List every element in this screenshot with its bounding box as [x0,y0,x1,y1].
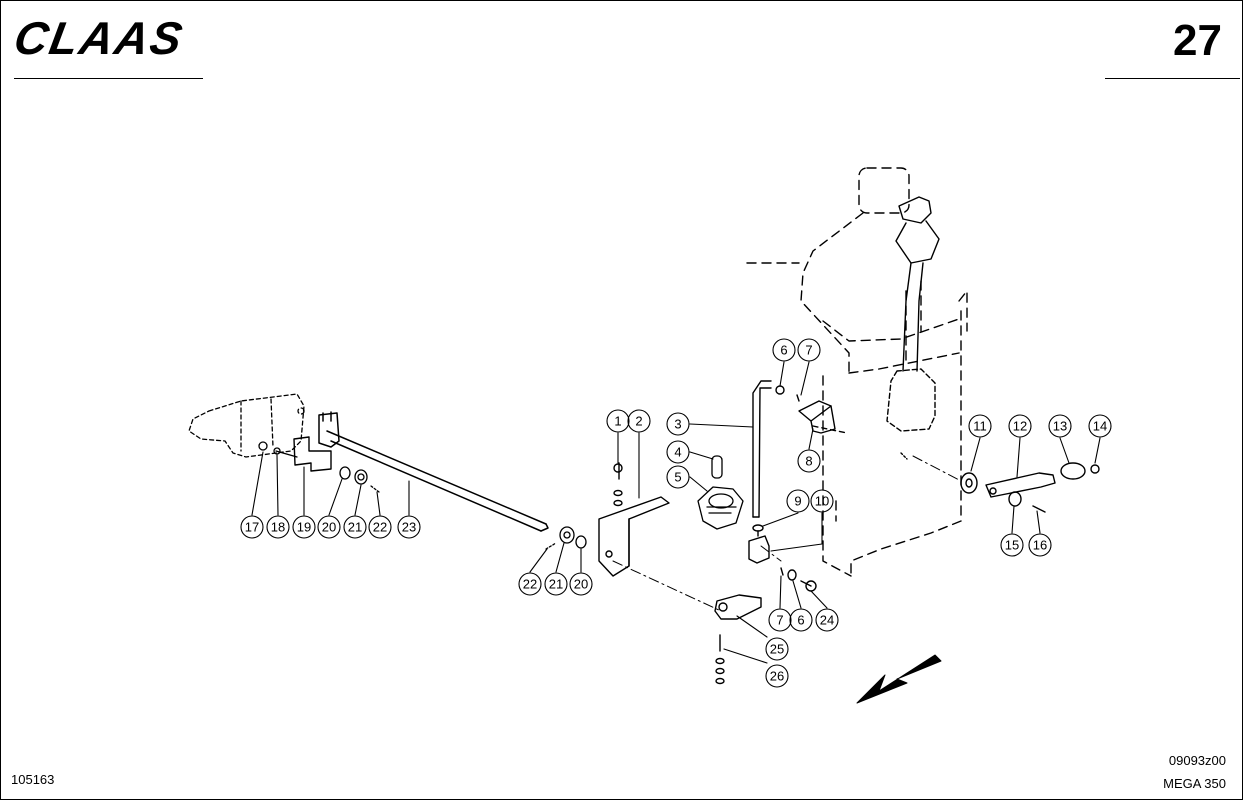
callout-13: 13 [1048,414,1072,438]
washer-and-bolt [258,441,298,458]
callout-22-upper: 22 [368,515,392,539]
svg-text:15: 15 [1005,538,1019,553]
callout-26: 26 [765,664,789,688]
callout-19: 19 [292,515,316,539]
lever-rod [752,380,772,518]
callout-10: 10 [810,489,834,513]
svg-text:11: 11 [973,419,987,434]
callout-5: 5 [666,465,690,489]
assembly-centerlines [612,455,962,612]
svg-text:12: 12 [1013,419,1027,434]
callout-6-lower: 6 [789,608,813,632]
callout-24: 24 [815,608,839,632]
svg-text:20: 20 [322,520,336,535]
svg-text:19: 19 [297,520,311,535]
valve-block [188,393,305,458]
svg-text:5: 5 [674,470,681,485]
svg-text:9: 9 [794,494,801,509]
svg-text:10: 10 [815,494,829,509]
lower-bushings [545,526,587,550]
callout-25: 25 [765,637,789,661]
svg-text:18: 18 [271,520,285,535]
svg-text:22: 22 [523,577,537,592]
clevis-fork [748,524,770,564]
buffer-assembly [697,455,744,530]
callout-16: 16 [1028,533,1052,557]
callout-4: 4 [666,440,690,464]
svg-text:17: 17 [245,520,259,535]
callout-9: 9 [786,489,810,513]
control-rod [318,411,549,532]
callout-14: 14 [1088,414,1112,438]
callout-1: 1 [606,409,630,433]
svg-text:6: 6 [780,343,787,358]
callout-2: 2 [627,409,651,433]
model-name: MEGA 350 [1163,776,1226,791]
callout-6: 6 [772,338,796,362]
svg-text:6: 6 [797,613,804,628]
callout-12: 12 [1008,414,1032,438]
callout-3: 3 [666,412,690,436]
lower-lever [714,567,817,685]
svg-text:14: 14 [1093,419,1107,434]
callout-15: 15 [1000,533,1024,557]
callout-7: 7 [797,338,821,362]
callout-20-upper: 20 [317,515,341,539]
pivot-bracket [775,385,848,434]
svg-text:4: 4 [674,445,681,460]
svg-text:7: 7 [805,343,812,358]
svg-text:21: 21 [549,577,563,592]
support-bracket [598,462,670,577]
callouts: 1 2 3 4 5 6 7 8 9 10 11 12 13 14 15 16 1… [240,338,1112,688]
machine-frame-outline [746,167,968,577]
drawing-code: 09093z00 [1168,753,1226,768]
svg-text:22: 22 [373,520,387,535]
svg-text:7: 7 [776,613,783,628]
callout-8: 8 [797,449,821,473]
header-rule-right [1105,78,1240,79]
svg-text:2: 2 [635,414,642,429]
callout-11: 11 [968,414,992,438]
upper-bushings [339,466,380,493]
svg-text:25: 25 [770,642,784,657]
sheet-number: 105163 [11,772,55,787]
page-number: 27 [1173,16,1222,65]
svg-text:16: 16 [1033,538,1047,553]
callout-7-lower: 7 [768,608,792,632]
right-linkage [900,452,1100,513]
callout-22-lower: 22 [518,572,542,596]
mounting-plate [293,436,332,472]
callout-20-lower: 20 [569,572,593,596]
leader-lines [251,361,1101,664]
svg-text:13: 13 [1053,419,1067,434]
svg-text:23: 23 [402,520,416,535]
svg-text:1: 1 [614,414,621,429]
svg-text:3: 3 [674,417,681,432]
callout-18: 18 [266,515,290,539]
svg-text:24: 24 [820,613,834,628]
svg-text:21: 21 [348,520,362,535]
callout-23: 23 [397,515,421,539]
direction-arrow [856,654,942,704]
callout-21-lower: 21 [544,572,568,596]
control-lever [886,196,940,432]
svg-text:8: 8 [805,454,812,469]
callout-21-upper: 21 [343,515,367,539]
svg-text:26: 26 [770,669,784,684]
svg-text:20: 20 [574,577,588,592]
header-rule-left [14,78,203,79]
callout-17: 17 [240,515,264,539]
